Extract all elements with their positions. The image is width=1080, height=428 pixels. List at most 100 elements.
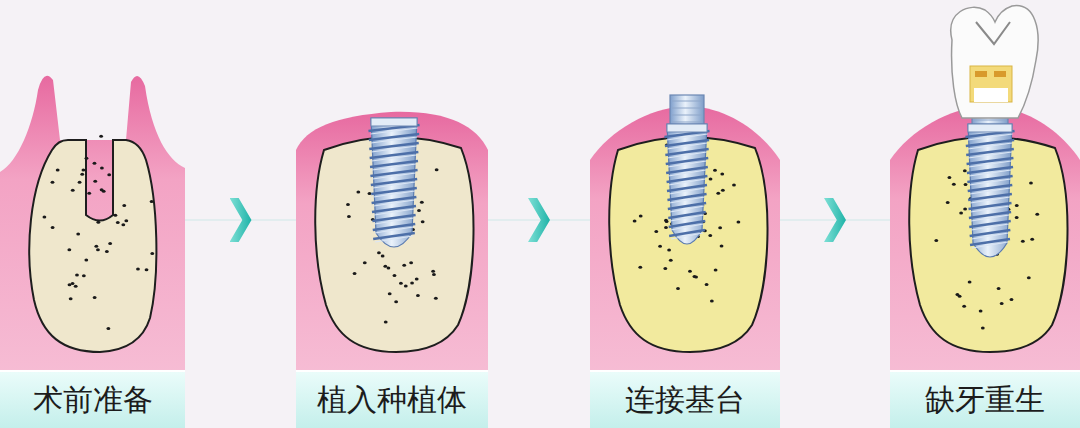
implant-thread — [373, 233, 415, 239]
implant-thread — [668, 212, 705, 218]
bone-dot — [714, 268, 718, 271]
implant-cap — [667, 124, 707, 132]
crown — [951, 6, 1038, 118]
bone-dot — [962, 305, 966, 308]
crown-groove — [976, 22, 1010, 44]
implant-thread — [373, 224, 415, 230]
bone-dot — [979, 310, 983, 313]
step-panel: 缺牙重生 — [890, 0, 1080, 428]
abutment-ridge — [672, 108, 702, 109]
bone-dot — [388, 292, 392, 295]
bone-dot — [114, 214, 118, 217]
implant-thread — [370, 161, 418, 167]
implant-thread — [967, 158, 1014, 164]
implant-thread — [970, 230, 1011, 236]
implant-thread — [370, 152, 419, 158]
bone-dot — [1000, 302, 1004, 305]
implant-thread — [665, 140, 709, 146]
bone-dot — [402, 264, 406, 267]
bone-dot — [80, 173, 84, 176]
implant-thread-light — [669, 188, 705, 194]
implant-thread — [371, 188, 417, 194]
bone-dot — [410, 282, 414, 285]
bone-dot — [71, 189, 75, 192]
bone-dot — [421, 220, 425, 223]
bone-dot — [663, 267, 667, 270]
step-label-band: 缺牙重生 — [890, 370, 1080, 428]
implant-thread-light — [669, 197, 704, 203]
abutment-ridge — [672, 101, 702, 102]
implant-thread — [668, 203, 706, 209]
bone-dot — [393, 274, 397, 277]
implant-thread — [968, 203, 1011, 209]
implant-thread-light — [670, 206, 704, 212]
bone-dot — [732, 184, 736, 187]
bone-dot — [676, 287, 680, 290]
implant-thread-light — [374, 209, 414, 215]
implant-thread — [372, 206, 416, 212]
implant-thread-light — [373, 182, 415, 188]
implant-thread-light — [671, 224, 704, 230]
implant-thread — [666, 167, 708, 173]
bone-dot — [51, 181, 55, 184]
bone-dot — [76, 232, 80, 235]
implant-thread-light — [373, 191, 415, 197]
bone-dot — [720, 245, 724, 248]
bone-dot — [122, 204, 126, 207]
implant-thread-light — [371, 146, 417, 152]
step-label-band: 术前准备 — [0, 370, 185, 428]
implant-thread — [669, 221, 706, 227]
panel-art — [0, 76, 185, 372]
bone-dot — [1027, 276, 1031, 279]
step-label: 植入种植体 — [317, 382, 467, 417]
crown-shape — [951, 6, 1038, 118]
bone-dot — [85, 157, 89, 160]
implant-thread — [666, 158, 709, 164]
panel-art — [890, 6, 1080, 372]
bone-dot — [353, 272, 357, 275]
bone-dot — [67, 248, 71, 251]
gold-abutment — [970, 66, 1012, 102]
implant-thread — [669, 230, 705, 236]
bone-dot — [416, 294, 420, 297]
step-arrow — [185, 220, 296, 221]
abutment-ridge — [974, 120, 1006, 121]
bone-dot — [1035, 213, 1039, 216]
implant — [664, 95, 709, 244]
bone-dot — [93, 180, 97, 183]
bone-dot — [705, 283, 709, 286]
bone-dot — [716, 192, 720, 195]
implant-thread-light — [375, 227, 413, 233]
implant-cap — [968, 124, 1012, 132]
implant-thread-light — [371, 137, 417, 143]
implant-thread-light — [667, 143, 707, 149]
implant-thread — [969, 212, 1011, 218]
bone-dot — [1010, 298, 1014, 301]
bone-dot — [121, 223, 125, 226]
bone-dot — [1030, 238, 1034, 241]
bone-dot — [78, 181, 82, 184]
bone-dots — [43, 135, 155, 330]
implant-thread-light — [967, 134, 1012, 140]
implant-thread-light — [969, 179, 1010, 185]
implant-thread-light — [374, 200, 415, 206]
bone-dot — [664, 219, 668, 222]
implant-thread-light — [370, 128, 417, 134]
bone-dot — [718, 226, 722, 229]
implant-thread-light — [971, 215, 1009, 221]
implant-thread-light — [971, 224, 1008, 230]
bone-dot — [952, 183, 956, 186]
bone-dot — [51, 226, 55, 229]
bone-dot — [415, 278, 419, 281]
abutment-ridge — [672, 122, 702, 123]
step-panel: 植入种植体 — [296, 0, 488, 428]
gold-mark — [994, 71, 1006, 77]
abutment-ridge — [672, 115, 702, 116]
gum — [890, 106, 1080, 372]
bone-dot — [948, 176, 952, 179]
implant-thread-light — [670, 215, 703, 221]
bone-dot — [981, 326, 985, 329]
bone-dot — [96, 221, 100, 224]
